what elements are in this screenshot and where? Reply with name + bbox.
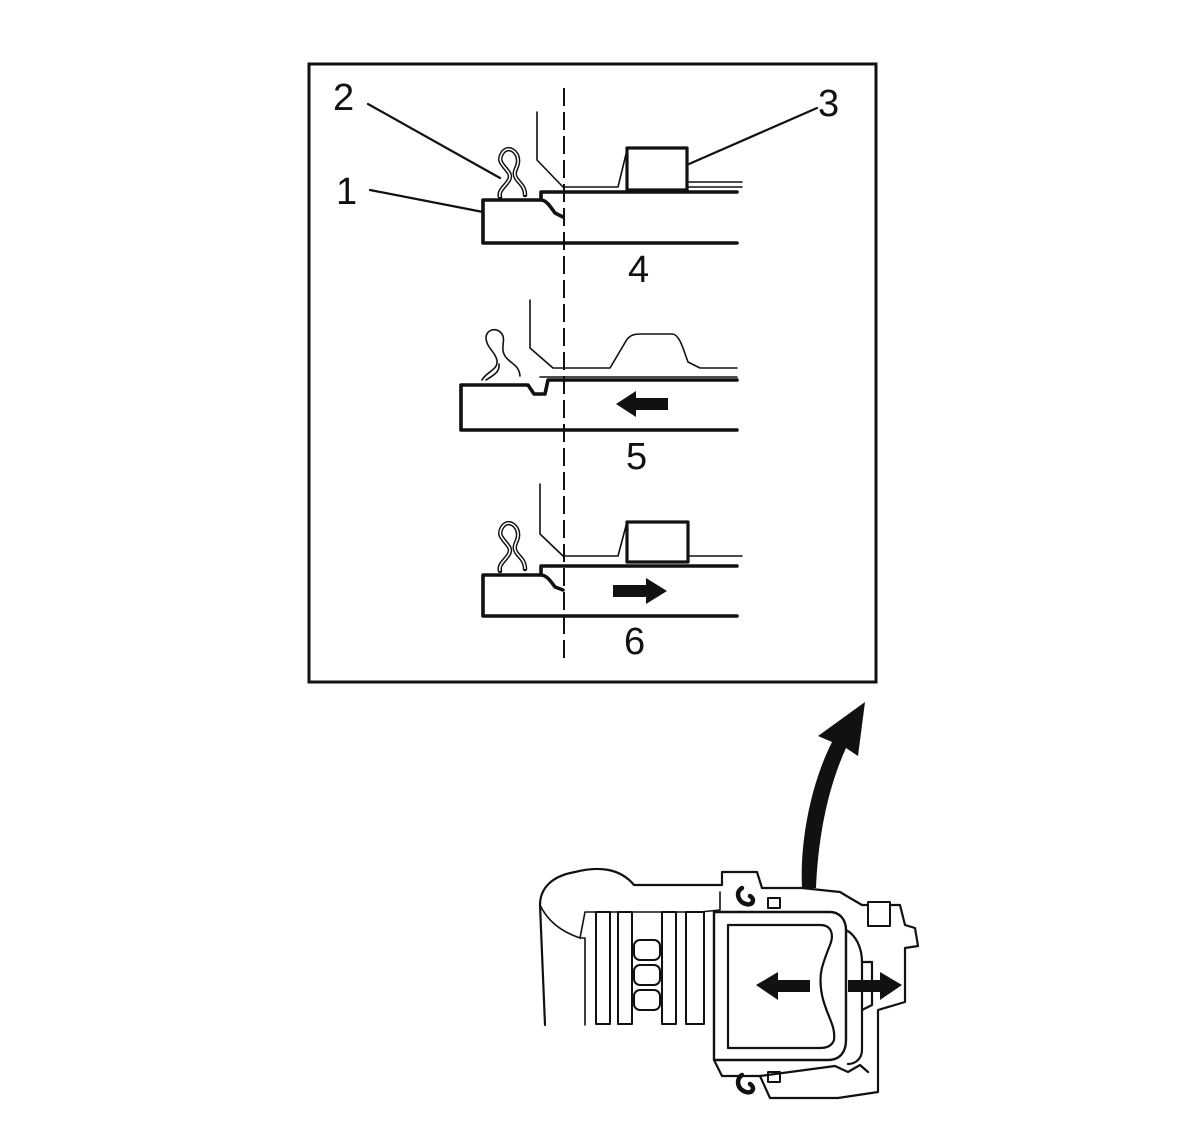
bearing-ring <box>661 911 677 1025</box>
retaining-bolt-top <box>767 897 781 909</box>
housing-outline <box>529 299 738 369</box>
shaft-body <box>481 573 739 618</box>
assembly-cutaway <box>538 867 920 1100</box>
flange-bolt <box>867 901 891 927</box>
shaft-top-edge <box>539 564 739 577</box>
callout-4: 4 <box>628 249 649 291</box>
callout-6: 6 <box>624 621 645 663</box>
snap-ring-inner <box>498 148 526 198</box>
arrow-left-icon <box>616 391 668 417</box>
snap-ring <box>481 328 521 381</box>
retaining-clip-bottom <box>735 1072 756 1095</box>
housing-outline <box>539 483 628 557</box>
bearing-ring <box>595 911 611 1025</box>
shaft-body <box>459 378 739 432</box>
step-6-view: 6 <box>481 483 743 663</box>
seal-block <box>625 520 690 564</box>
bearing-ring <box>685 911 705 1025</box>
callout-3: 3 <box>818 83 839 125</box>
leader-2 <box>366 102 502 180</box>
detail-view: 1 2 3 4 5 6 <box>307 62 878 684</box>
leader-1 <box>368 188 485 214</box>
step-5-view: 5 <box>459 299 739 478</box>
lower-housing-edge <box>712 1058 870 1078</box>
outer-housing <box>538 867 920 1100</box>
leader-3 <box>687 106 819 166</box>
shaft-body <box>481 198 739 245</box>
callout-1: 1 <box>336 171 357 213</box>
callout-5: 5 <box>626 436 647 478</box>
roller <box>633 939 661 961</box>
shell-inner-edge <box>539 904 586 1026</box>
roller <box>633 989 661 1011</box>
step-4-view: 1 2 3 4 <box>333 77 839 291</box>
retaining-clip-top <box>735 885 756 907</box>
bearing-ring <box>617 911 633 1025</box>
roller <box>633 964 661 986</box>
arrow-left-icon <box>756 972 810 1000</box>
lower-housing-foot <box>758 1074 840 1100</box>
shaft-top-edge <box>539 190 739 202</box>
arrow-right-icon <box>613 578 667 604</box>
retaining-bolt-bottom <box>767 1071 781 1083</box>
right-flange <box>844 928 864 1066</box>
hub-inner-contour <box>726 923 836 1050</box>
bearing-stack <box>595 911 705 1025</box>
detail-frame <box>307 62 878 684</box>
snap-ring-inner <box>498 522 526 572</box>
seal-block <box>625 146 689 192</box>
arrow-right-icon <box>848 972 902 1000</box>
callout-2: 2 <box>333 77 354 119</box>
curved-arrow-icon <box>801 702 865 888</box>
